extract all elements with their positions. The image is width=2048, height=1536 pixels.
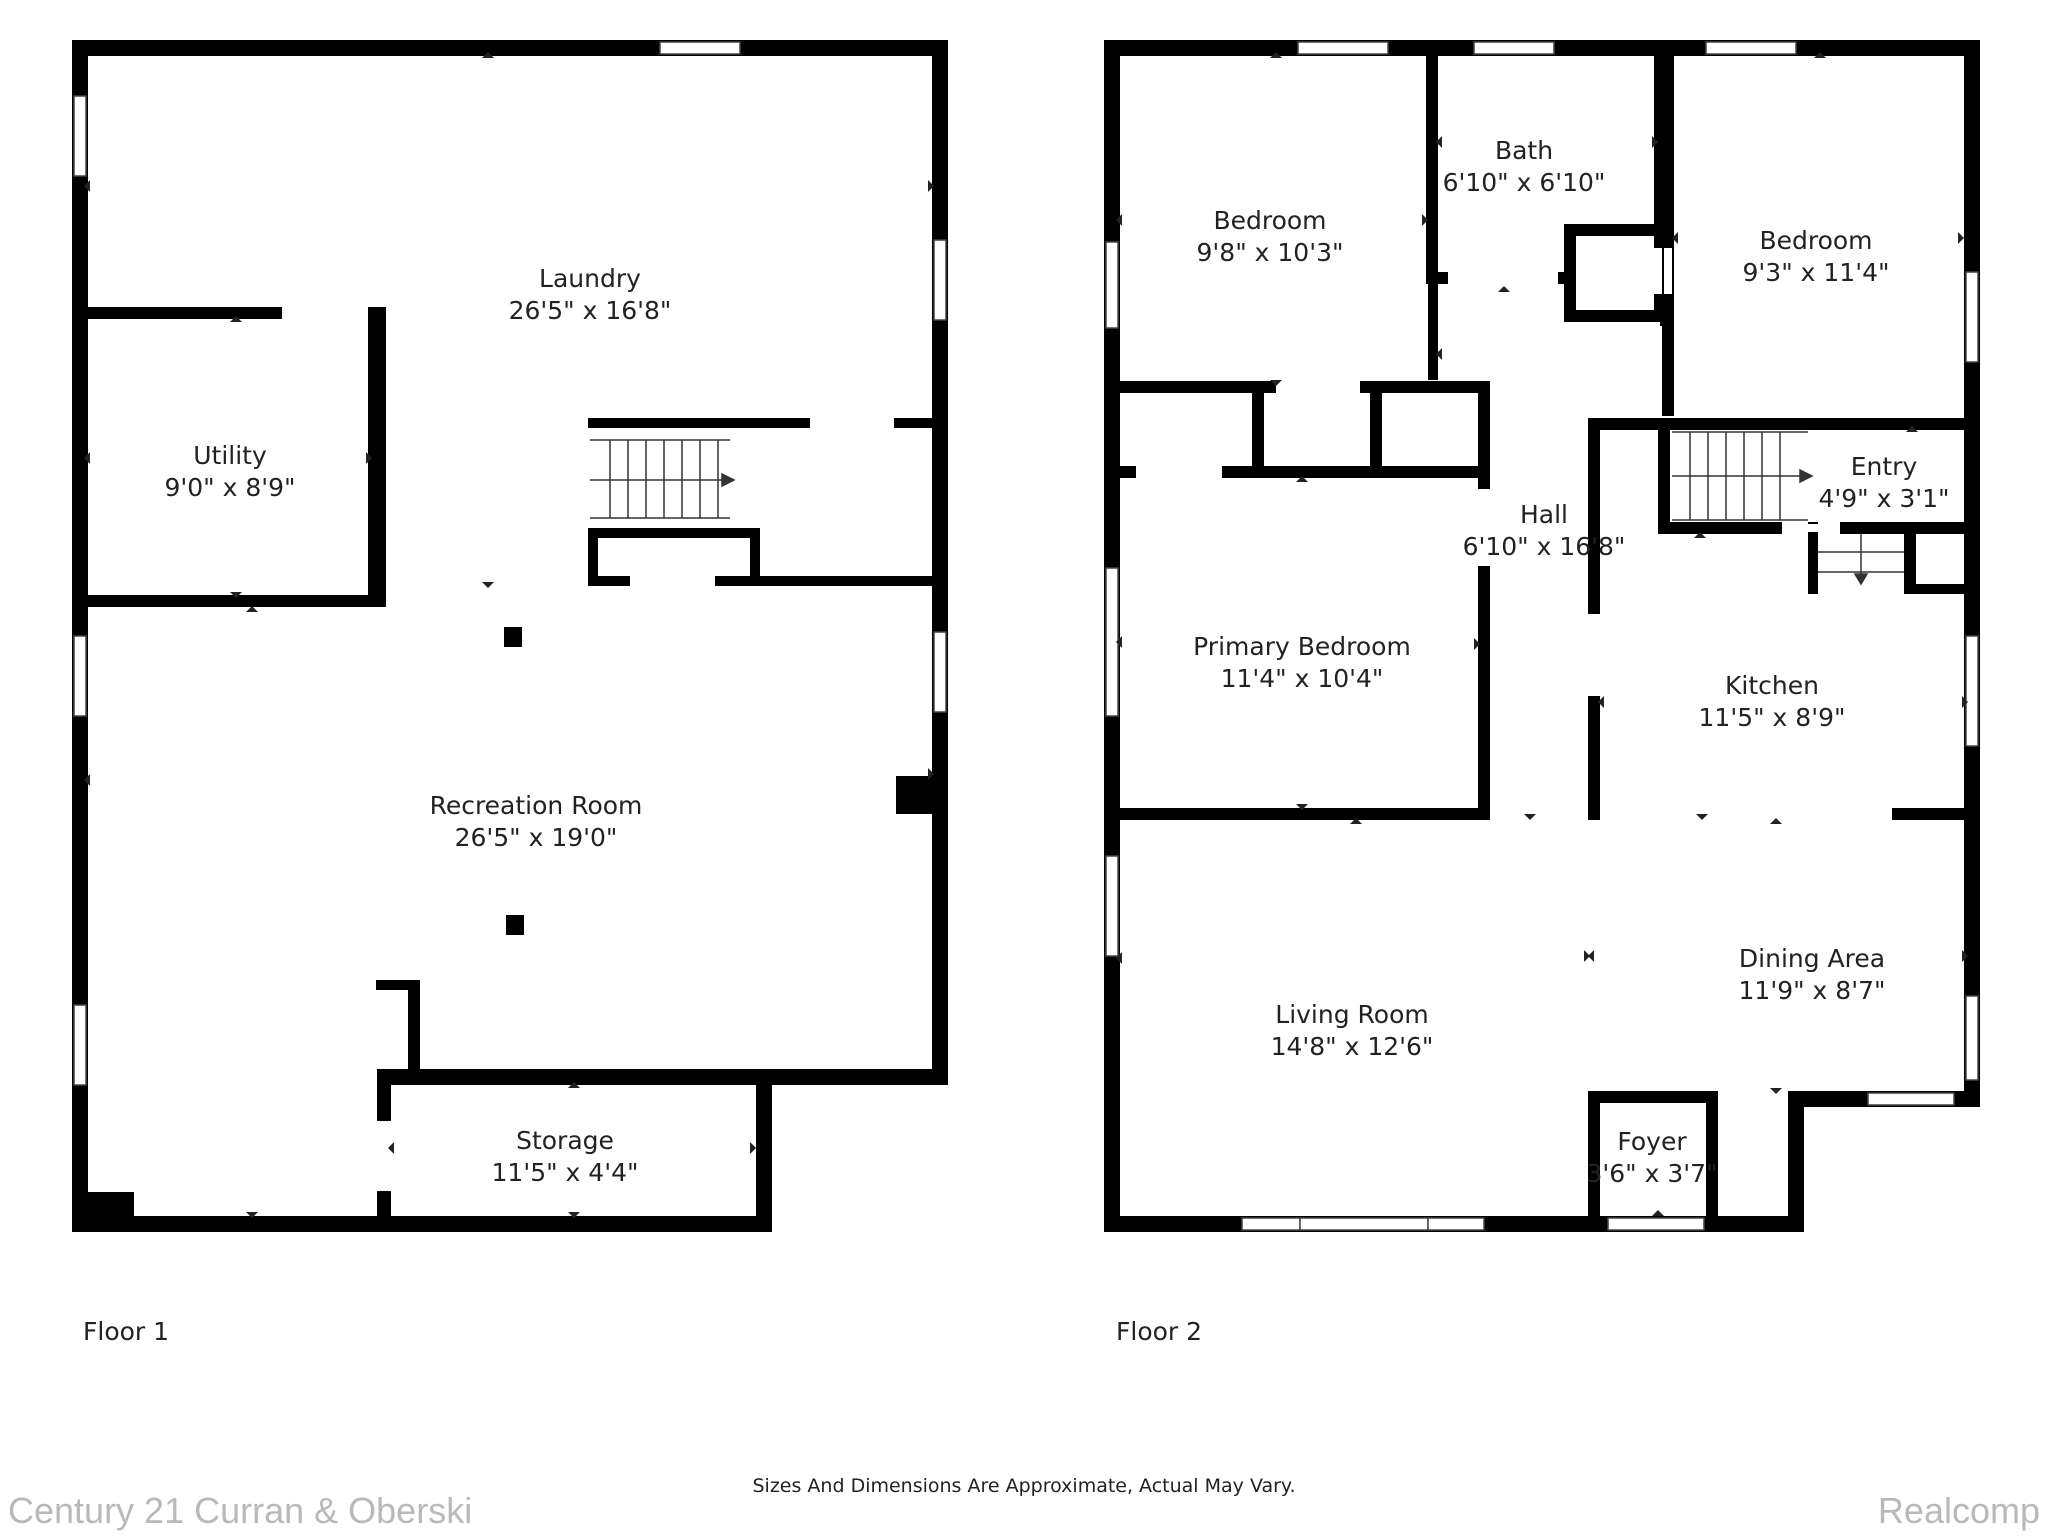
wall <box>408 980 420 1072</box>
floor-1-plan: Laundry 26'5" x 16'8" Utility 9'0" x 8'9… <box>72 40 948 1232</box>
wall <box>1658 418 1670 534</box>
window <box>1105 41 1979 1231</box>
room-name: Bedroom <box>1213 206 1326 235</box>
wall <box>1360 381 1490 393</box>
room-name: Laundry <box>539 264 641 293</box>
wall <box>72 1192 134 1232</box>
wall <box>715 576 948 586</box>
wall <box>1662 40 1674 416</box>
room-dimensions: 14'8" x 12'6" <box>1271 1032 1434 1061</box>
room-dimensions: 26'5" x 16'8" <box>509 296 672 325</box>
room-dimensions: 6'10" x 6'10" <box>1443 168 1606 197</box>
wall <box>380 1069 948 1085</box>
room-name: Utility <box>193 441 267 470</box>
wall <box>588 418 810 428</box>
floor-2-label: Floor 2 <box>1116 1317 1203 1346</box>
room-dimensions: 6'10" x 16'8" <box>1463 532 1626 561</box>
dimension-ticks <box>1116 52 1968 1216</box>
wall <box>1564 310 1666 322</box>
room-dimensions: 11'5" x 4'4" <box>492 1158 639 1187</box>
brand-watermark-right: Realcomp <box>1877 1490 2040 1531</box>
window <box>73 41 947 1086</box>
wall <box>1904 584 1980 594</box>
wall <box>756 1069 772 1232</box>
brand-watermark-left: Century 21 Curran & Oberski <box>8 1490 473 1531</box>
wall <box>376 980 418 990</box>
room-name: Living Room <box>1275 1000 1428 1029</box>
wall <box>368 307 386 607</box>
wall <box>588 528 760 538</box>
wall <box>1588 418 1980 430</box>
wall <box>1252 381 1264 466</box>
wall <box>1840 522 1980 534</box>
wall <box>1808 522 1818 594</box>
room-dimensions: 11'9" x 8'7" <box>1739 976 1886 1005</box>
room-dimensions: 26'5" x 19'0" <box>455 823 618 852</box>
floor-1-label: Floor 1 <box>83 1317 170 1346</box>
room-name: Foyer <box>1617 1127 1687 1156</box>
disclaimer-text: Sizes And Dimensions Are Approximate, Ac… <box>752 1475 1296 1497</box>
wall <box>1564 224 1576 322</box>
support-post <box>506 915 524 935</box>
room-name: Hall <box>1520 500 1568 529</box>
wall <box>72 40 948 56</box>
wall <box>1904 534 1916 594</box>
wall <box>1118 381 1276 393</box>
wall <box>1788 1091 1804 1232</box>
room-name: Bedroom <box>1759 226 1872 255</box>
wall <box>750 528 760 578</box>
room-dimensions: 9'3" x 11'4" <box>1743 258 1890 287</box>
room-name: Storage <box>516 1126 614 1155</box>
wall <box>1964 40 1980 1107</box>
room-dimensions: 9'8" x 10'3" <box>1197 238 1344 267</box>
wall <box>1588 1091 1714 1103</box>
wall <box>1118 466 1136 478</box>
wall <box>588 528 598 586</box>
chimney-block <box>896 776 934 814</box>
wall <box>72 1216 772 1232</box>
wall <box>932 40 948 1085</box>
wall <box>1658 522 1782 534</box>
wall <box>588 576 630 586</box>
room-name: Kitchen <box>1725 671 1819 700</box>
floor-2-plan: Bedroom 9'8" x 10'3" Bath 6'10" x 6'10" … <box>1104 40 1980 1232</box>
room-dimensions: 11'4" x 10'4" <box>1221 664 1384 693</box>
wall <box>1426 40 1438 280</box>
room-name: Entry <box>1851 452 1918 481</box>
wall <box>377 1191 391 1232</box>
support-post <box>504 627 522 647</box>
wall <box>1428 280 1438 380</box>
wall <box>1478 381 1490 489</box>
wall <box>1588 696 1600 820</box>
wall <box>72 307 282 319</box>
wall <box>894 418 948 428</box>
room-name: Dining Area <box>1739 944 1885 973</box>
wall <box>1588 1091 1600 1232</box>
wall <box>377 1069 391 1121</box>
wall <box>1222 466 1480 478</box>
room-dimensions: 11'5" x 8'9" <box>1699 703 1846 732</box>
wall <box>1892 808 1980 820</box>
room-name: Primary Bedroom <box>1193 632 1411 661</box>
room-dimensions: 3'6" x 3'7" <box>1586 1159 1717 1188</box>
wall <box>1478 566 1490 820</box>
dimension-ticks <box>84 52 934 1218</box>
room-name: Bath <box>1495 136 1553 165</box>
wall <box>1118 808 1490 820</box>
room-name: Recreation Room <box>430 791 643 820</box>
wall <box>1808 584 1818 594</box>
wall <box>72 595 386 607</box>
wall <box>1370 381 1382 466</box>
wall <box>1564 224 1656 236</box>
room-dimensions: 9'0" x 8'9" <box>164 473 295 502</box>
wall <box>1588 418 1600 614</box>
wall <box>1706 1091 1718 1232</box>
staircase <box>1672 431 1904 586</box>
staircase <box>590 439 736 519</box>
room-dimensions: 4'9" x 3'1" <box>1818 484 1949 513</box>
